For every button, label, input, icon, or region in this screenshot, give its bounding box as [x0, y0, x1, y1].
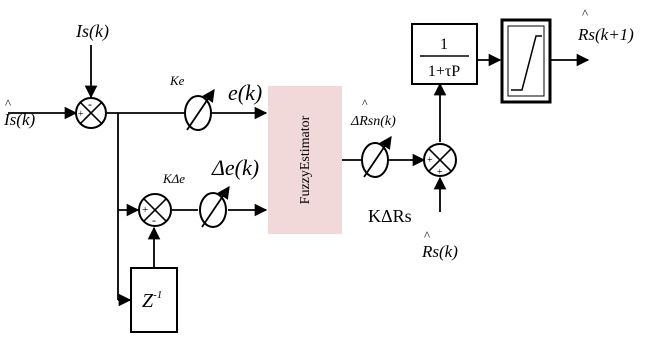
- delay-label: Z-1: [142, 289, 162, 312]
- input-is-hat-label: Is(k): [3, 110, 35, 129]
- fuzzy-estimator-block: FuzzyEstimator: [268, 86, 342, 234]
- summing-junction-1: - +: [75, 97, 107, 129]
- sum1-sign-left: +: [78, 109, 84, 120]
- sum3-sign-bottom: +: [437, 167, 443, 178]
- summing-junction-2: + -: [138, 193, 172, 227]
- rs-hat-k-caret: ^: [424, 228, 430, 243]
- rs-hat-k-label: Rs(k): [421, 242, 458, 261]
- k-delta-e-label: KΔe: [162, 171, 185, 186]
- gain-ke: [184, 88, 215, 131]
- input-is-hat-caret: ^: [5, 96, 11, 111]
- delta-rsn-k-caret: ^: [362, 96, 368, 110]
- sum3-sign-left: +: [427, 155, 433, 166]
- delay-block: Z-1: [130, 267, 178, 333]
- filter-numerator: 1: [440, 36, 448, 53]
- sum1-sign-top: -: [88, 97, 92, 111]
- is-k-label: Is(k): [75, 21, 109, 42]
- sum2-sign-left: +: [142, 204, 148, 216]
- gain-k-delta-rs: [361, 135, 392, 178]
- saturation-block: [500, 18, 552, 104]
- gain-k-delta-e: [199, 185, 230, 228]
- filter-denominator: 1+τP: [428, 63, 460, 80]
- k-delta-rs-label: KΔRs: [368, 206, 412, 226]
- e-k-label: e(k): [228, 80, 262, 105]
- rs-hat-k1-caret: ^: [582, 6, 588, 21]
- summing-junction-3: + +: [423, 143, 457, 178]
- fuzzy-estimator-label: FuzzyEstimator: [298, 115, 313, 204]
- sum2-sign-bottom: -: [152, 213, 156, 227]
- ke-label: Ke: [169, 73, 185, 88]
- saturation-curve: [511, 35, 542, 91]
- delay-exponent: -1: [153, 289, 162, 301]
- rs-hat-k1-label: Rs(k+1): [577, 25, 634, 44]
- filter-block: 1 1+τP: [411, 23, 478, 85]
- delta-e-k-label: Δe(k): [211, 155, 259, 180]
- delta-rsn-k-label: ΔRsn(k): [350, 114, 396, 129]
